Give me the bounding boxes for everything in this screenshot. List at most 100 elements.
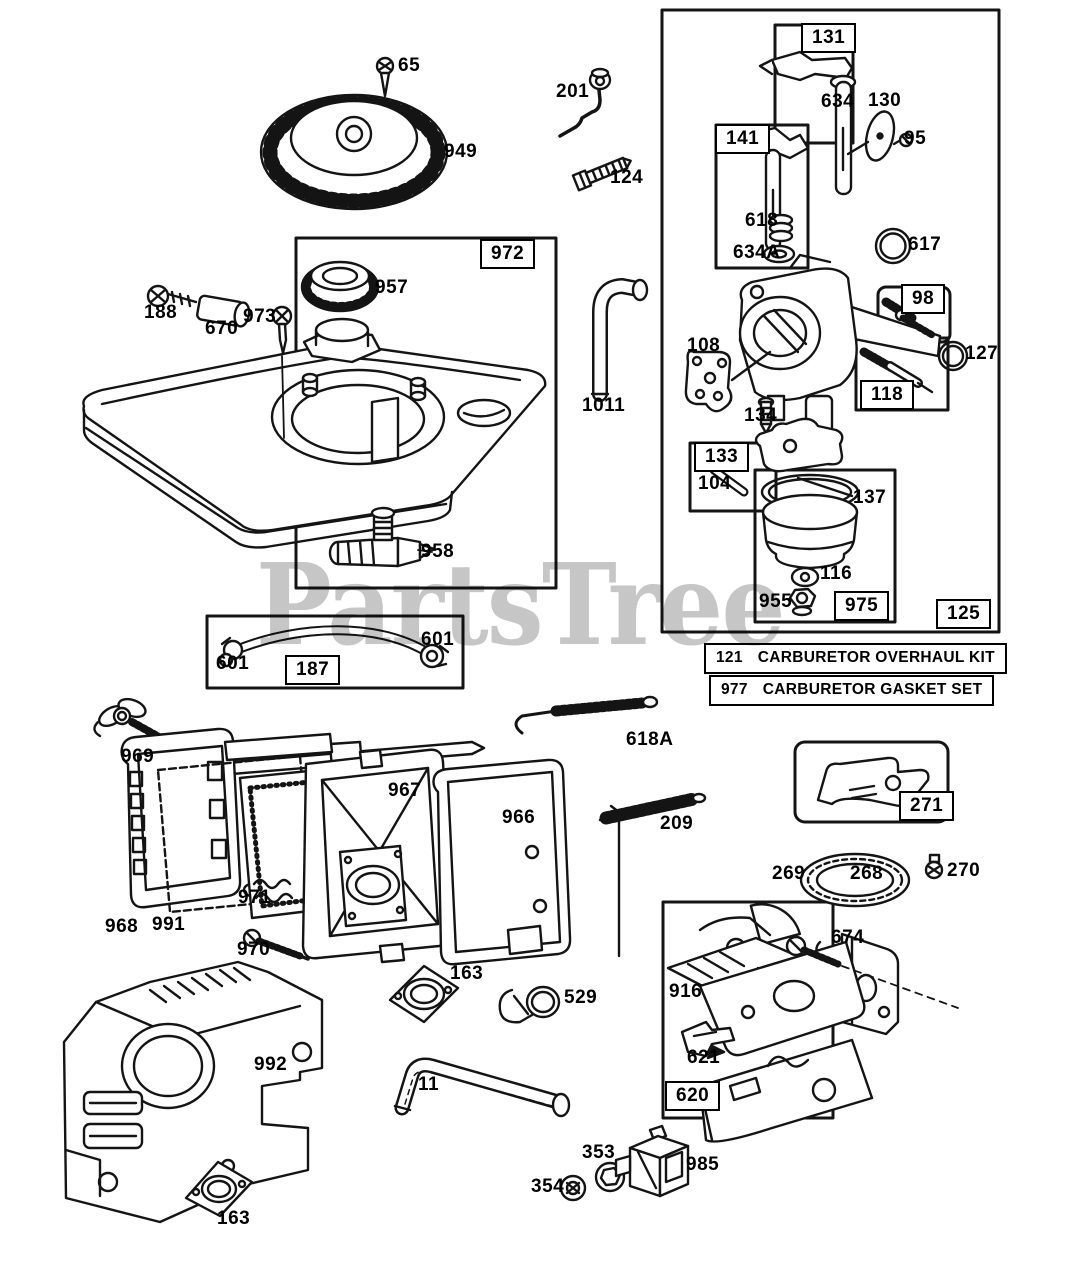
part-label-124: 124 (610, 167, 644, 188)
group-box-control-lever (793, 740, 950, 824)
fuel-tank-drawing (82, 317, 547, 549)
part-label-634: 634 (821, 91, 855, 112)
elbow-529 (498, 985, 561, 1024)
part-label-131: 131 (801, 23, 857, 53)
kit-row-gasket-set: 977 CARBURETOR GASKET SET (709, 675, 995, 706)
part-label-187: 187 (285, 655, 341, 685)
screw-973 (271, 305, 293, 355)
float-valve-133 (709, 417, 844, 497)
part-label-353: 353 (582, 1142, 616, 1163)
gasket-268-269 (799, 852, 911, 908)
part-label-621: 621 (687, 1047, 721, 1068)
part-label-108: 108 (687, 335, 721, 356)
breather-tube-11 (393, 1057, 571, 1118)
nut-955 (788, 587, 817, 617)
air-cleaner-cover-966 (432, 758, 572, 966)
kit-text: CARBURETOR GASKET SET (762, 681, 983, 698)
screw-970 (242, 928, 310, 961)
part-label-972: 972 (480, 239, 536, 269)
part-label-670: 670 (205, 318, 239, 339)
part-label-163: 163 (450, 963, 484, 984)
fuel-cap-957 (300, 260, 380, 313)
part-label-973: 973 (243, 306, 277, 327)
part-label-95: 95 (904, 128, 927, 149)
spring-209 (598, 792, 707, 825)
group-box-fuel-line (205, 614, 465, 690)
part-label-137: 137 (853, 487, 887, 508)
kit-number: 121 (716, 649, 743, 666)
screw-95 (892, 132, 914, 148)
part-label-133: 133 (694, 442, 750, 472)
part-label-209: 209 (660, 813, 694, 834)
control-bracket-620 (666, 903, 900, 1143)
o-ring-617 (874, 227, 912, 265)
gasket-163-lower (184, 1160, 254, 1218)
governor-link-201 (558, 67, 612, 138)
part-label-674: 674 (831, 927, 865, 948)
bolt-134 (757, 396, 775, 435)
nut-354 (559, 1174, 587, 1202)
part-label-634A: 634A (733, 242, 781, 263)
part-label-949: 949 (444, 141, 478, 162)
part-label-618A: 618A (626, 729, 674, 750)
part-label-270: 270 (947, 860, 981, 881)
part-label-968: 968 (105, 916, 139, 937)
washer-634A (762, 244, 796, 264)
screw-65 (375, 56, 395, 98)
part-label-601: 601 (216, 653, 250, 674)
part-label-601: 601 (421, 629, 455, 650)
part-label-617: 617 (908, 234, 942, 255)
part-label-163: 163 (217, 1208, 251, 1229)
part-label-957: 957 (375, 277, 409, 298)
part-label-970: 970 (237, 939, 271, 960)
bracket-housing-992 (62, 960, 324, 1224)
part-label-967: 967 (388, 780, 422, 801)
part-label-354: 354 (531, 1176, 565, 1197)
fuel-bowl (761, 493, 859, 570)
part-label-98: 98 (901, 284, 946, 314)
part-label-271: 271 (899, 791, 955, 821)
part-label-127: 127 (965, 343, 999, 364)
part-label-620: 620 (665, 1081, 721, 1111)
o-ring-127 (937, 340, 969, 372)
part-label-992: 992 (254, 1054, 288, 1075)
fuel-hose-1011 (590, 278, 649, 402)
choke-valve-130 (864, 110, 896, 162)
leader-lines (281, 355, 433, 553)
part-label-141: 141 (715, 124, 771, 154)
part-label-134: 134 (744, 405, 778, 426)
part-label-991: 991 (152, 914, 186, 935)
part-label-966: 966 (502, 807, 536, 828)
gasket-163-upper (388, 964, 460, 1024)
screw-124 (571, 156, 632, 192)
part-label-104: 104 (698, 473, 732, 494)
part-label-65: 65 (398, 55, 421, 76)
part-label-955: 955 (759, 591, 793, 612)
kit-number: 977 (721, 681, 748, 698)
part-label-916: 916 (669, 981, 703, 1002)
part-label-958: 958 (421, 541, 455, 562)
part-label-269: 269 (772, 863, 806, 884)
part-label-116: 116 (820, 563, 853, 584)
washer-116 (790, 566, 820, 588)
screw-674 (785, 935, 959, 1009)
leader-130 (846, 140, 870, 156)
kit-row-overhaul: 121 CARBURETOR OVERHAUL KIT (704, 643, 1007, 674)
part-label-188: 188 (144, 302, 178, 323)
part-label-985: 985 (686, 1154, 720, 1175)
part-label-975: 975 (834, 591, 890, 621)
kit-text: CARBURETOR OVERHAUL KIT (757, 649, 995, 666)
fuel-line-187 (218, 625, 450, 669)
gasket-108 (684, 349, 772, 413)
screw-188-spacer-670 (146, 284, 251, 328)
part-label-130: 130 (868, 90, 902, 111)
part-label-1011: 1011 (582, 395, 626, 416)
part-label-618: 618 (745, 210, 779, 231)
fuel-valve-958 (328, 506, 436, 568)
choke-shaft-634 (758, 50, 857, 196)
cartridge-frame-967 (301, 748, 454, 964)
lever-621 (680, 1020, 736, 1060)
spring-link-618A (514, 695, 659, 735)
